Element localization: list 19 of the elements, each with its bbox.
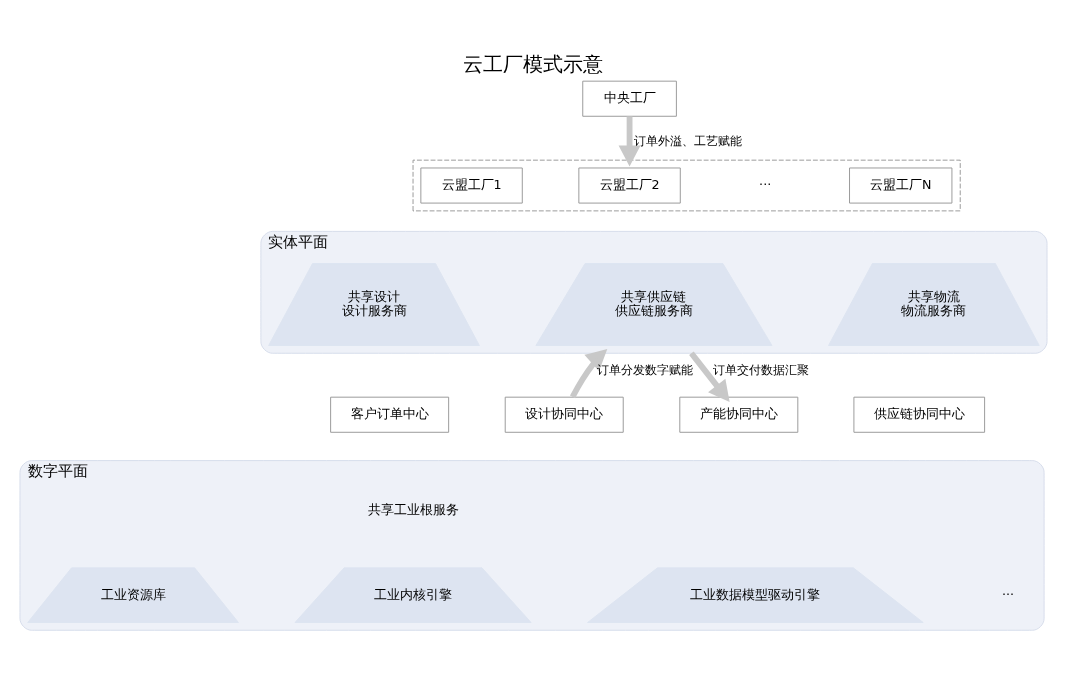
node-box: 设计协同中心: [504, 396, 624, 433]
diagram-title: 云工厂模式示意: [463, 52, 604, 76]
label: 共享工业根服务: [367, 501, 459, 517]
arrow: [570, 348, 608, 398]
node-box: 中央工厂: [582, 80, 677, 117]
node-box: 云盟工厂1: [420, 167, 523, 204]
node-box: 供应链协同中心: [853, 396, 986, 433]
label: ···: [1001, 586, 1015, 601]
node-box: 云盟工厂2: [578, 167, 681, 204]
cluster: [412, 159, 961, 211]
node-box: 产能协同中心: [679, 396, 799, 433]
node-box: 云盟工厂N: [849, 167, 953, 204]
node-box: 客户订单中心: [330, 396, 450, 433]
arrow: [618, 115, 641, 166]
edge-label: 订单外溢、工艺赋能: [633, 133, 742, 148]
edge-label: 订单分发数字赋能: [597, 362, 694, 377]
label: ···: [759, 176, 772, 192]
edge-label: 订单交付数据汇聚: [713, 362, 810, 377]
arrow: [689, 351, 730, 402]
